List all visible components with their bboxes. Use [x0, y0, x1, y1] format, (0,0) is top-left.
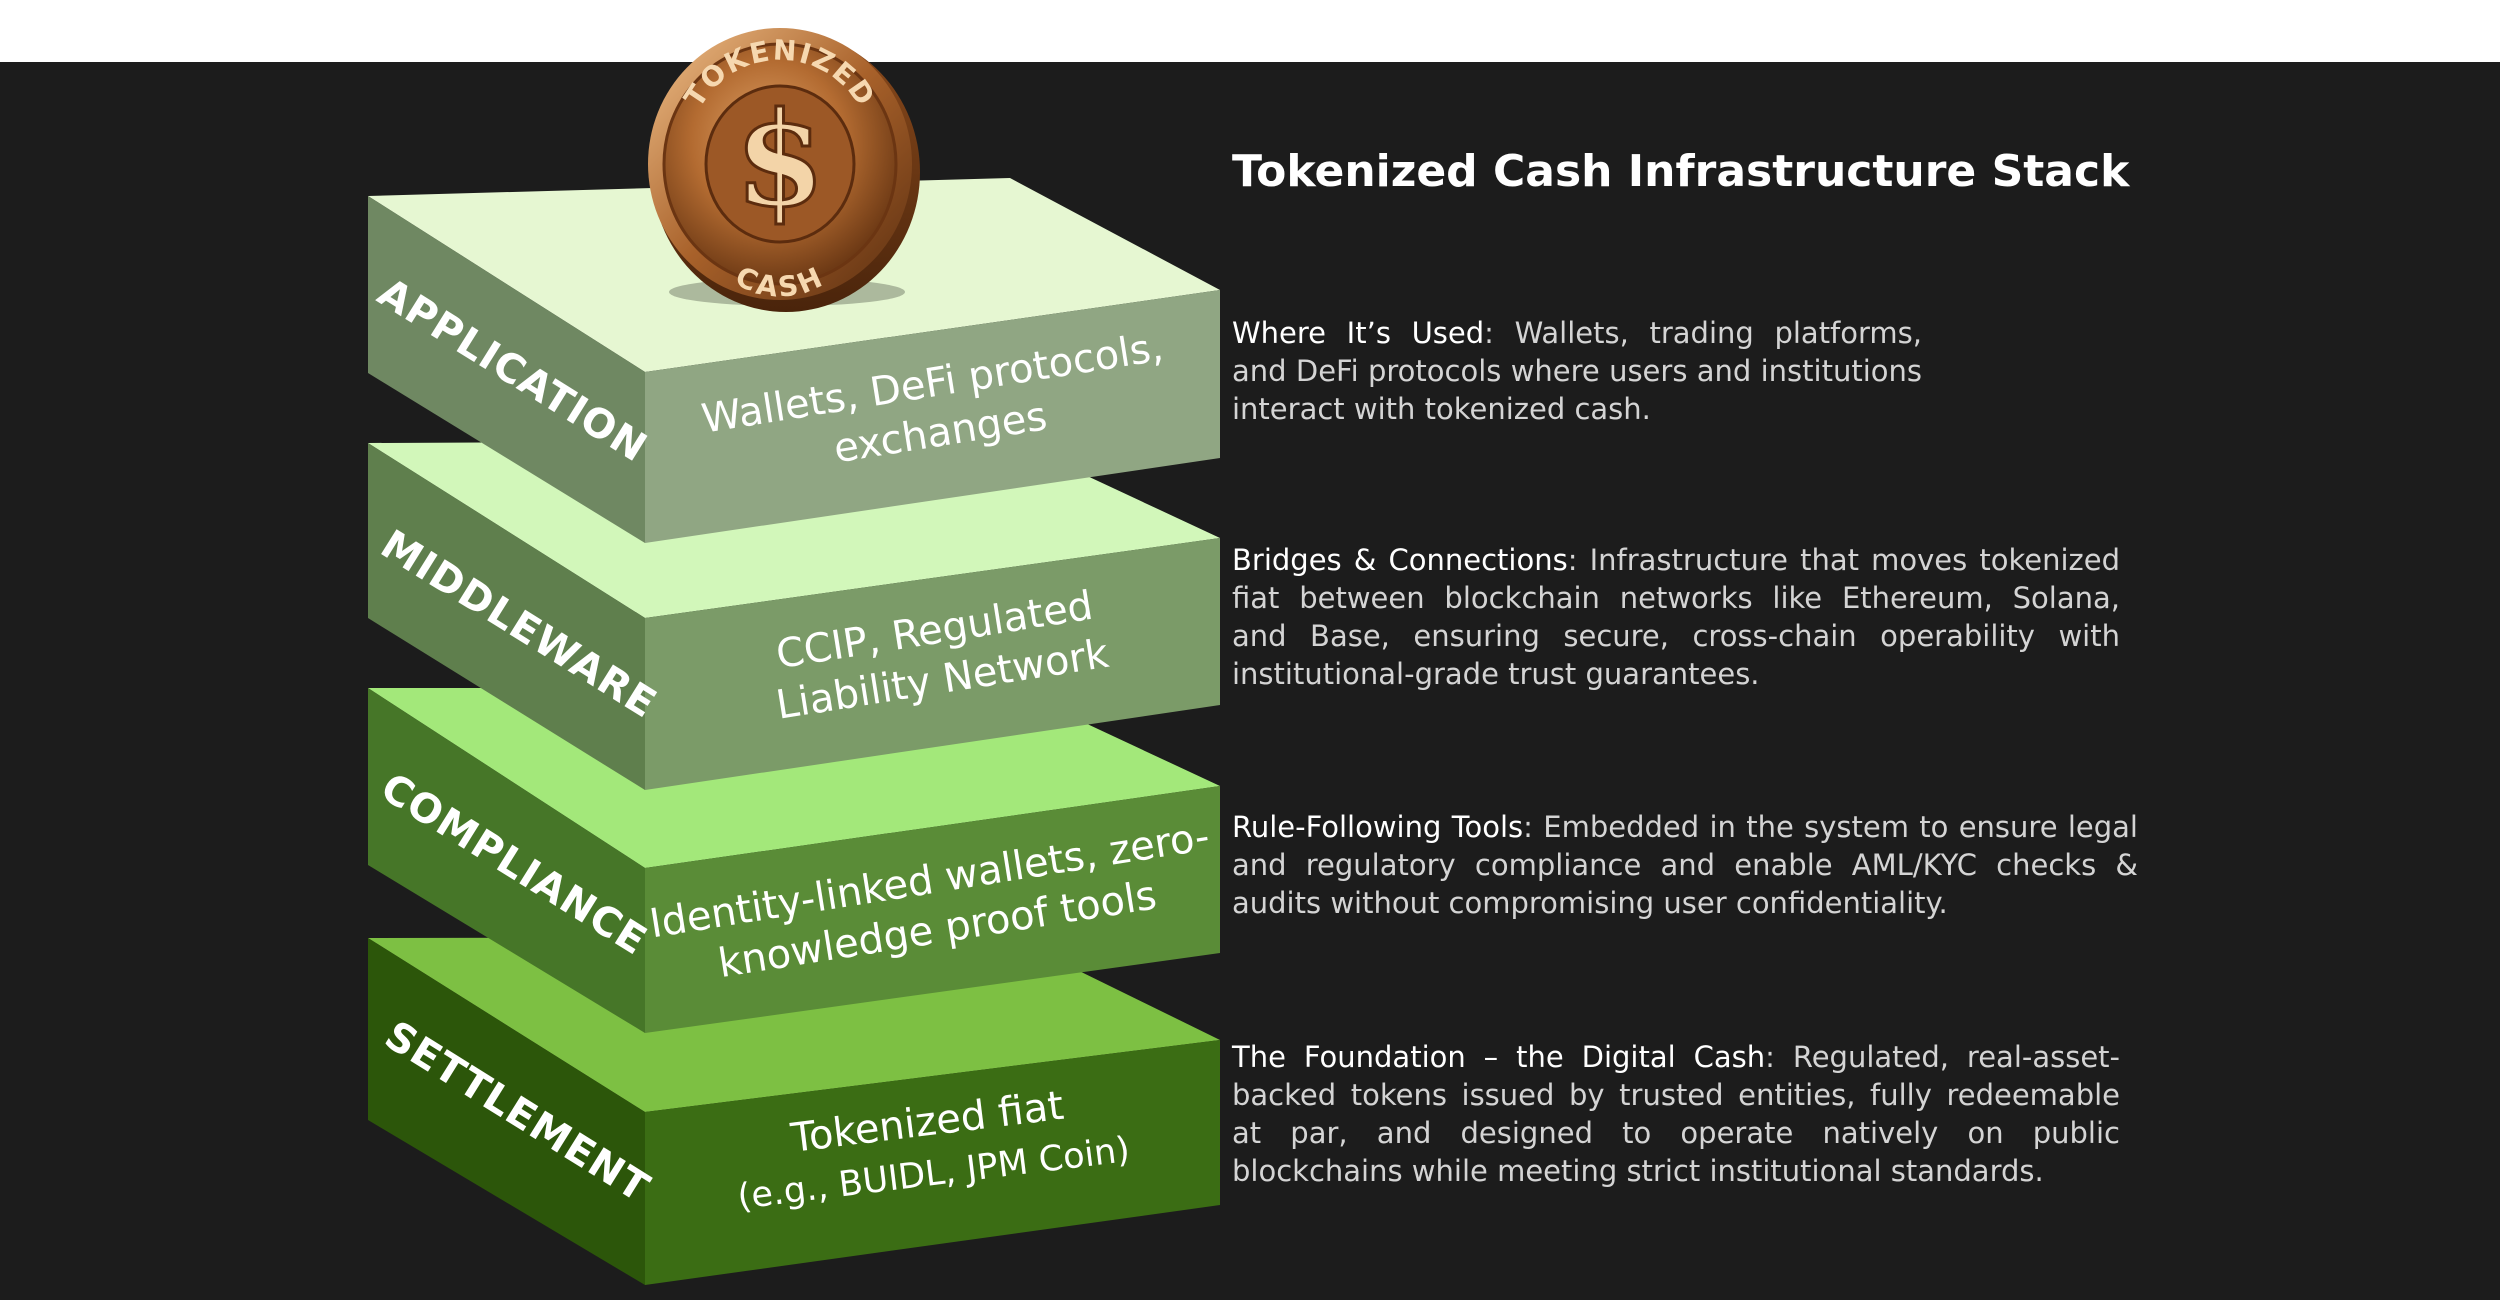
description-middleware-body: : Infrastructure that moves tokenized fi…: [1232, 543, 2120, 691]
coin-symbol: $: [735, 83, 825, 236]
description-settlement-heading: The Foundation – the Digital Cash: [1232, 1040, 1766, 1074]
description-application-body: : Wallets, trading platforms, and DeFi p…: [1232, 316, 1923, 426]
layer-middleware-front: [645, 538, 1220, 790]
layer-application-front: [645, 290, 1220, 543]
description-compliance-body: : Embedded in the system to ensure legal…: [1232, 810, 2138, 920]
layer-application-side: [368, 196, 645, 543]
layer-compliance-side: [368, 688, 645, 1033]
layer-middleware-side: [368, 443, 645, 790]
description-application-heading: Where It’s Used: [1232, 316, 1485, 350]
diagram-title: Tokenized Cash Infrastructure Stack: [1232, 146, 2130, 197]
layer-compliance-front: [645, 786, 1220, 1033]
description-compliance-heading: Rule-Following Tools: [1232, 810, 1524, 844]
description-settlement: The Foundation – the Digital Cash: Regul…: [1232, 1038, 2120, 1190]
description-application: Where It’s Used: Wallets, trading platfo…: [1232, 314, 1922, 428]
layer-settlement-side: [368, 938, 645, 1285]
description-middleware-heading: Bridges & Connections: [1232, 543, 1568, 577]
description-settlement-body: : Regulated, real-asset-backed tokens is…: [1232, 1040, 2121, 1188]
layer-application: APPLICATION Wallets, DeFi protocols, exc…: [368, 178, 1220, 543]
description-middleware: Bridges & Connections: Infrastructure th…: [1232, 541, 2120, 693]
coin-icon: TOKENIZED $ CASH: [648, 28, 920, 312]
layer-settlement: SETTLEMENT Tokenized fiat (e.g., BUIDL, …: [368, 937, 1220, 1285]
description-compliance: Rule-Following Tools: Embedded in the sy…: [1232, 808, 2138, 922]
layer-settlement-front: [645, 1040, 1220, 1285]
